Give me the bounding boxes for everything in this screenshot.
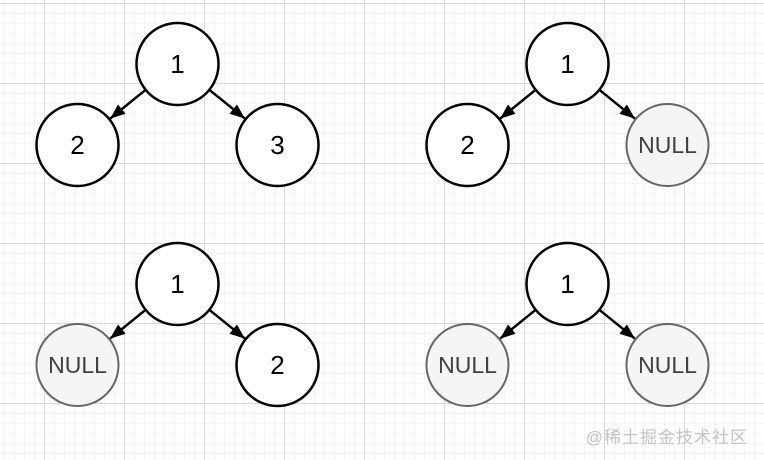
node-label: NULL <box>48 352 107 378</box>
edge-arrow <box>598 308 636 340</box>
tree-node <box>235 322 320 408</box>
tree-top-left: 1 2 3 <box>35 21 320 188</box>
tree-node <box>135 21 220 107</box>
node-label: 1 <box>560 49 574 79</box>
null-node <box>625 323 710 407</box>
edge-arrow <box>598 88 636 120</box>
node-label: 3 <box>270 130 284 160</box>
tree-top-right: 1 2 NULL <box>425 21 710 188</box>
tree-node <box>135 241 220 327</box>
node-label: 1 <box>170 49 184 79</box>
node-label: 2 <box>70 130 84 160</box>
node-label: 2 <box>460 130 474 160</box>
tree-node <box>35 102 120 188</box>
null-node <box>625 103 710 187</box>
null-node <box>35 323 120 407</box>
node-label: NULL <box>438 352 497 378</box>
null-node <box>425 323 510 407</box>
node-label: 1 <box>560 269 574 299</box>
edge-arrow <box>208 88 246 120</box>
node-label: NULL <box>638 352 697 378</box>
tree-node <box>425 102 510 188</box>
node-label: NULL <box>638 132 697 158</box>
tree-node <box>235 102 320 188</box>
edge-arrow <box>499 88 537 120</box>
node-label: 1 <box>170 269 184 299</box>
edge-arrow <box>499 308 537 340</box>
tree-node <box>525 241 610 327</box>
edge-arrow <box>109 308 147 340</box>
edge-arrow <box>109 88 147 120</box>
edge-arrow <box>208 308 246 340</box>
tree-node <box>525 21 610 107</box>
node-label: 2 <box>270 350 284 380</box>
watermark: @稀土掘金技术社区 <box>585 428 748 447</box>
